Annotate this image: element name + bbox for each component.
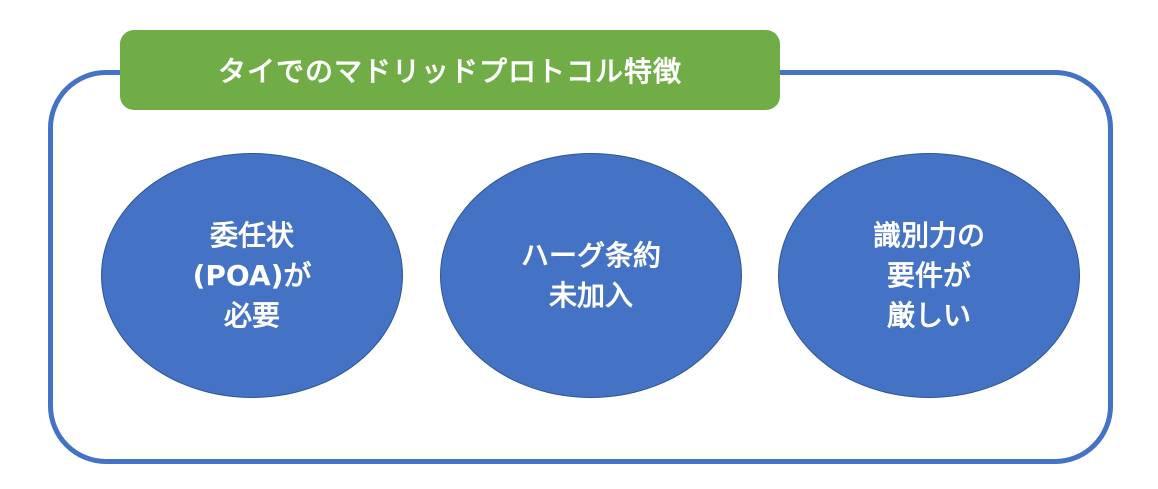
diagram-title-text: タイでのマドリッドプロトコル特徴 [217,55,682,88]
feature-poa-line-2: (POA)が [192,258,312,292]
feature-hague-line-2: 未加入 [548,278,633,312]
feature-circle-distinctiveness: 識別力の 要件が 厳しい [778,153,1080,398]
feature-distinctiveness-line-2: 要件が [886,258,971,292]
feature-distinctiveness-line-3: 厳しい [886,298,971,332]
feature-circle-hague: ハーグ条約 未加入 [440,153,742,398]
feature-circle-poa: 委任状 (POA)が 必要 [101,153,403,398]
feature-hague-line-1: ハーグ条約 [520,238,661,272]
diagram-title: タイでのマドリッドプロトコル特徴 [120,30,780,110]
feature-poa-line-1: 委任状 [209,218,294,252]
feature-poa-line-3: 必要 [223,298,280,332]
feature-distinctiveness-line-1: 識別力の [872,218,985,252]
